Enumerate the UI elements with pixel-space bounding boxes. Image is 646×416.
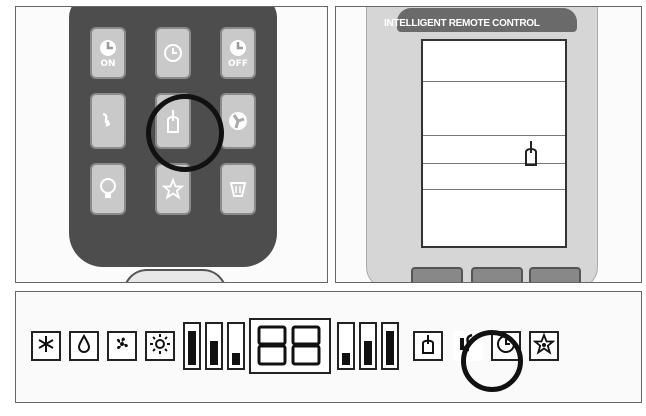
heat-mode-indicator [145,331,175,361]
follow-me-icon [521,139,543,171]
level-bar [342,353,350,365]
level-bar-mid [359,322,377,370]
temperature-digits [249,318,331,374]
fan-speed-bar-low [227,322,245,370]
level-bar [364,341,372,365]
star-icon [162,178,184,200]
highlight-circle [461,330,523,392]
light-button[interactable] [90,163,126,215]
remote-button[interactable] [411,267,463,283]
swing-icon [97,110,119,132]
highlight-circle [146,94,224,172]
lcd-divider [423,189,565,190]
level-bar [188,331,196,365]
follow-me-indicator [413,331,443,361]
fan-icon [227,110,249,132]
clean-button[interactable] [220,163,256,215]
lcd-divider [423,163,565,164]
display-indicator-strip [15,291,642,403]
timer-on-button[interactable]: ON [90,27,126,79]
clean-icon [228,179,248,199]
timer-on-label: ON [100,59,115,69]
cool-icon [36,334,56,358]
swing-button[interactable] [90,93,126,149]
bulb-icon [98,177,118,201]
special-mode-indicator [529,331,559,361]
clock-button[interactable] [155,27,191,79]
dry-icon [76,334,92,358]
fan-speed-bar-high [183,322,201,370]
lcd-divider [423,135,565,136]
clock-icon [163,43,183,63]
remote-button[interactable] [471,267,523,283]
timer-off-button[interactable]: OFF [220,27,256,79]
segment-digit-1 [259,327,285,364]
fan-icon [112,334,132,358]
level-bar [232,353,240,365]
star-icon [533,333,555,359]
remote-button[interactable] [529,267,581,283]
fan-mode-indicator [107,331,137,361]
dry-mode-indicator [69,331,99,361]
timer-off-label: OFF [228,59,248,69]
segment-digit-2 [293,327,319,364]
lcd-divider [423,81,565,82]
follow-me-icon [419,333,437,359]
remote-keypad-photo: ON OFF [15,6,328,283]
timer-off-icon [228,38,248,58]
level-bar [210,341,218,365]
heat-icon [149,333,171,359]
fan-button[interactable] [220,93,256,149]
remote-bottom-edge [123,269,227,283]
lcd-screen [421,39,567,248]
remote-lcd-photo: INTELLIGENT REMOTE CONTROL [335,6,642,283]
cool-mode-indicator [31,331,61,361]
fan-speed-bar-mid [205,322,223,370]
level-bar-high [381,322,399,370]
level-bar-low [337,322,355,370]
timer-on-icon [98,38,118,58]
level-bar [386,331,394,365]
remote-title: INTELLIGENT REMOTE CONTROL [384,18,540,29]
